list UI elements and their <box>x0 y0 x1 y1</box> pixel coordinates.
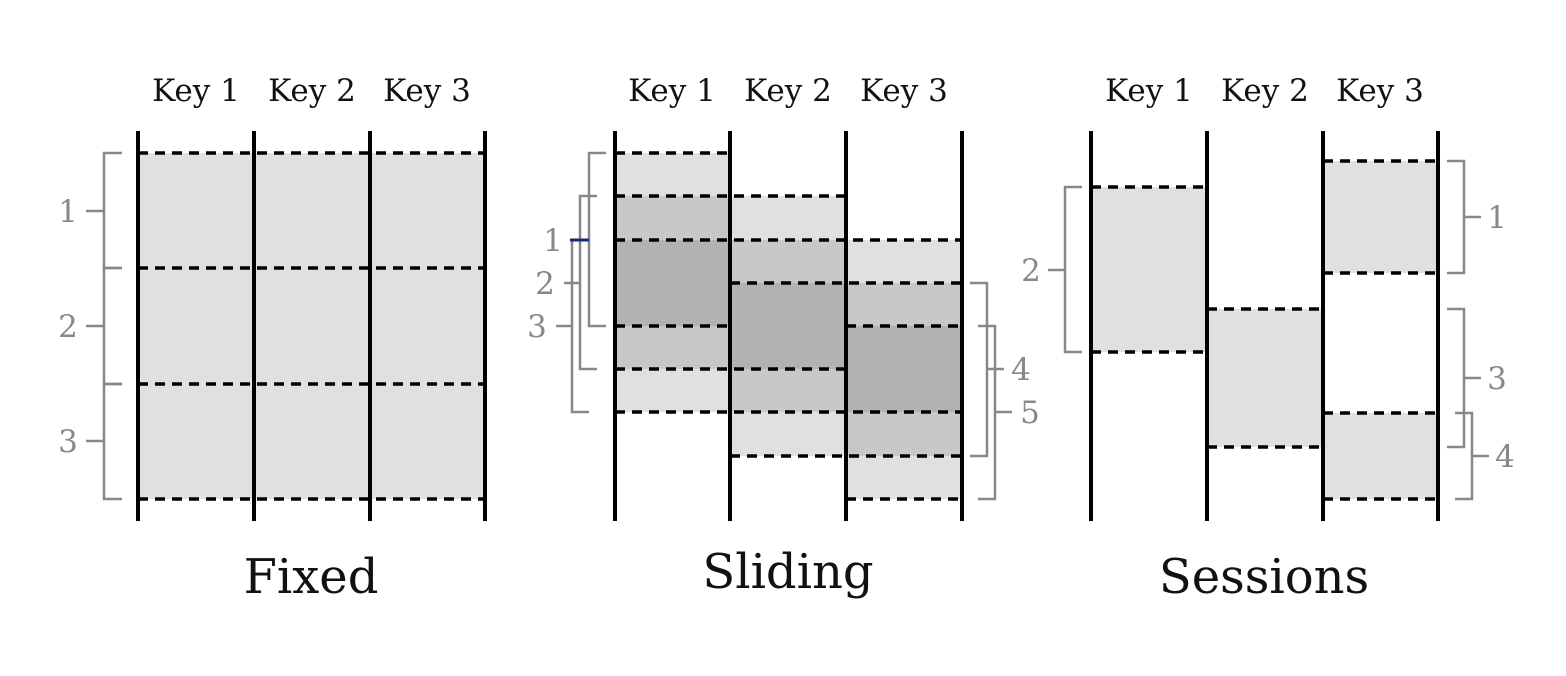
sessions-key-label: Key 2 <box>1221 73 1309 109</box>
sessions-key-label: Key 3 <box>1336 73 1424 109</box>
sessions-window-boundaries <box>1091 159 1438 501</box>
sessions-brackets <box>1048 159 1489 501</box>
fixed-brackets <box>86 151 122 501</box>
sliding-bracket-label: 4 <box>1011 352 1031 388</box>
fixed-bracket <box>102 382 122 501</box>
panel-title-sessions: Sessions <box>1159 549 1369 605</box>
sessions-bracket <box>1063 185 1082 354</box>
fixed-bracket <box>102 151 122 270</box>
sliding-shade-3 <box>615 240 730 326</box>
sliding-shade-1 <box>730 412 846 456</box>
sliding-left-brackets <box>556 151 606 414</box>
sliding-bracket-label: 3 <box>527 309 547 345</box>
sessions-bracket-label: 2 <box>1021 253 1041 289</box>
fixed-key-lines <box>136 131 487 521</box>
sessions-bracket-label: 4 <box>1495 439 1515 475</box>
sliding-window-boundaries <box>615 151 962 501</box>
fixed-bracket <box>102 266 122 386</box>
fixed-bracket-label: 1 <box>58 194 78 230</box>
sliding-shade-2 <box>730 369 846 412</box>
sliding-shade-2 <box>615 326 730 369</box>
sliding-key-label: Key 1 <box>628 73 716 109</box>
sliding-bracket-label: 1 <box>543 223 563 259</box>
panel-sliding: Key 1 Key 2 Key 3 1 2 3 4 5 Sliding <box>527 73 1040 600</box>
fixed-window-region <box>138 153 485 499</box>
sessions-bracket-label: 3 <box>1487 361 1507 397</box>
sessions-window <box>1207 309 1323 447</box>
sliding-bracket <box>970 281 989 458</box>
sessions-window <box>1323 413 1438 499</box>
fixed-bracket-label: 3 <box>58 424 78 460</box>
panel-title-fixed: Fixed <box>244 549 379 605</box>
sliding-shade-1 <box>730 196 846 240</box>
sliding-shade-1 <box>615 153 730 196</box>
fixed-window-boundaries <box>138 151 485 501</box>
fixed-key-label: Key 1 <box>152 73 240 109</box>
sliding-shade-2 <box>846 283 962 326</box>
panel-sessions: Key 1 Key 2 Key 3 2 1 3 4 Sessions <box>1021 73 1515 605</box>
sliding-shade-2 <box>846 412 962 456</box>
sliding-key-label: Key 3 <box>860 73 948 109</box>
sessions-bracket <box>1447 307 1466 449</box>
sliding-key-label: Key 2 <box>744 73 832 109</box>
sessions-bracket <box>1447 159 1466 275</box>
sessions-window <box>1323 161 1438 273</box>
fixed-key-label: Key 2 <box>268 73 356 109</box>
sliding-right-brackets <box>970 281 1012 501</box>
sliding-shade-1 <box>846 240 962 283</box>
sessions-key-lines <box>1089 131 1440 521</box>
sessions-key-label: Key 1 <box>1105 73 1193 109</box>
sliding-bracket <box>587 151 606 328</box>
sliding-shade-1 <box>846 456 962 499</box>
fixed-key-label: Key 3 <box>383 73 471 109</box>
sliding-shade-2 <box>615 196 730 240</box>
sliding-shade-2 <box>730 240 846 283</box>
sliding-shade-3 <box>846 326 962 412</box>
sliding-key-lines <box>613 131 964 521</box>
panel-fixed: Key 1 Key 2 Key 3 1 2 3 Fixed <box>58 73 487 605</box>
sliding-bracket-label: 5 <box>1020 395 1040 431</box>
sessions-window <box>1091 187 1207 352</box>
fixed-bracket-label: 2 <box>58 309 78 345</box>
sliding-shade-3 <box>730 283 846 369</box>
sliding-shade-1 <box>615 369 730 412</box>
panel-title-sliding: Sliding <box>702 544 873 600</box>
sessions-bracket-label: 1 <box>1487 200 1507 236</box>
sliding-bracket-label: 2 <box>535 266 555 302</box>
